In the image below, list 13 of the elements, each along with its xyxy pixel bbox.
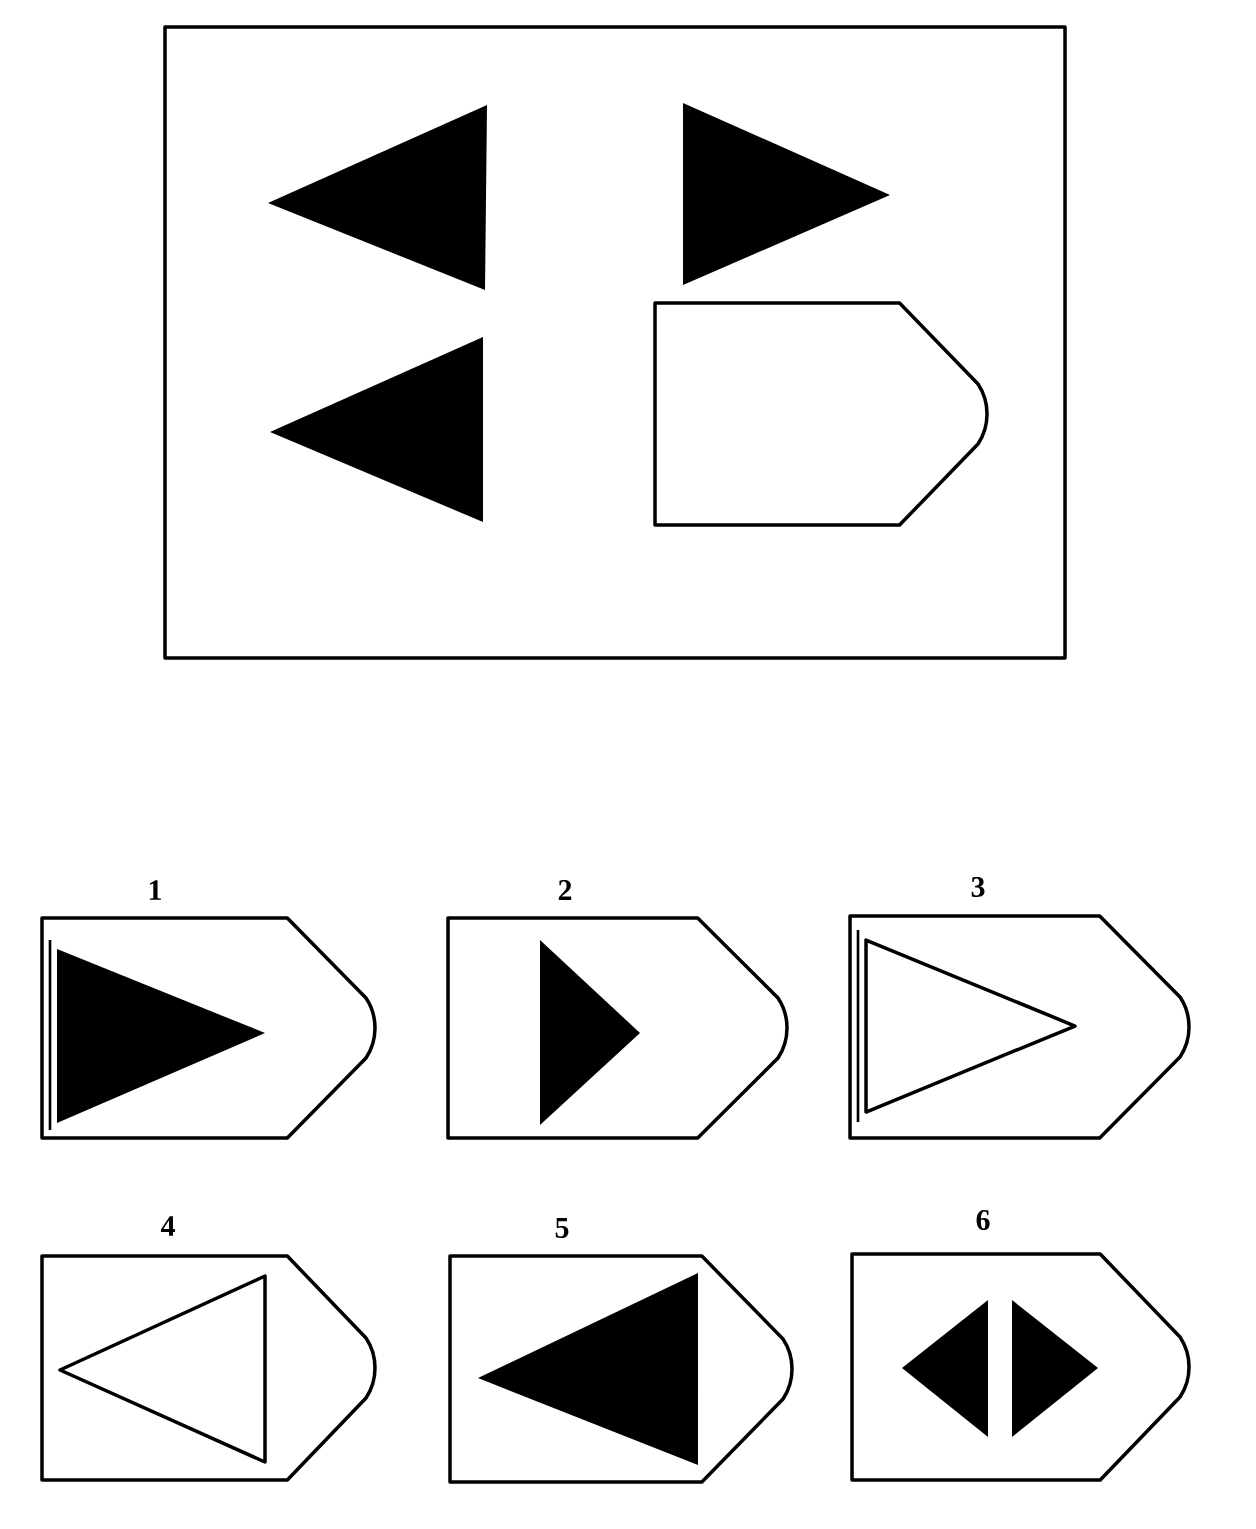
option-number: 2 <box>558 880 572 900</box>
answer-option <box>446 880 789 1140</box>
answer-option <box>848 876 1191 1140</box>
answer-option <box>40 880 377 1140</box>
option-number: 6 <box>976 1209 990 1231</box>
option-number: 1 <box>149 880 161 900</box>
answer-option <box>40 1216 377 1482</box>
option-number: 5 <box>555 1218 569 1238</box>
answer-option <box>448 1218 794 1484</box>
empty-cell <box>653 301 989 527</box>
answer-option <box>850 1209 1191 1482</box>
option-number: 3 <box>971 876 985 898</box>
option-number: 4 <box>160 1216 175 1236</box>
